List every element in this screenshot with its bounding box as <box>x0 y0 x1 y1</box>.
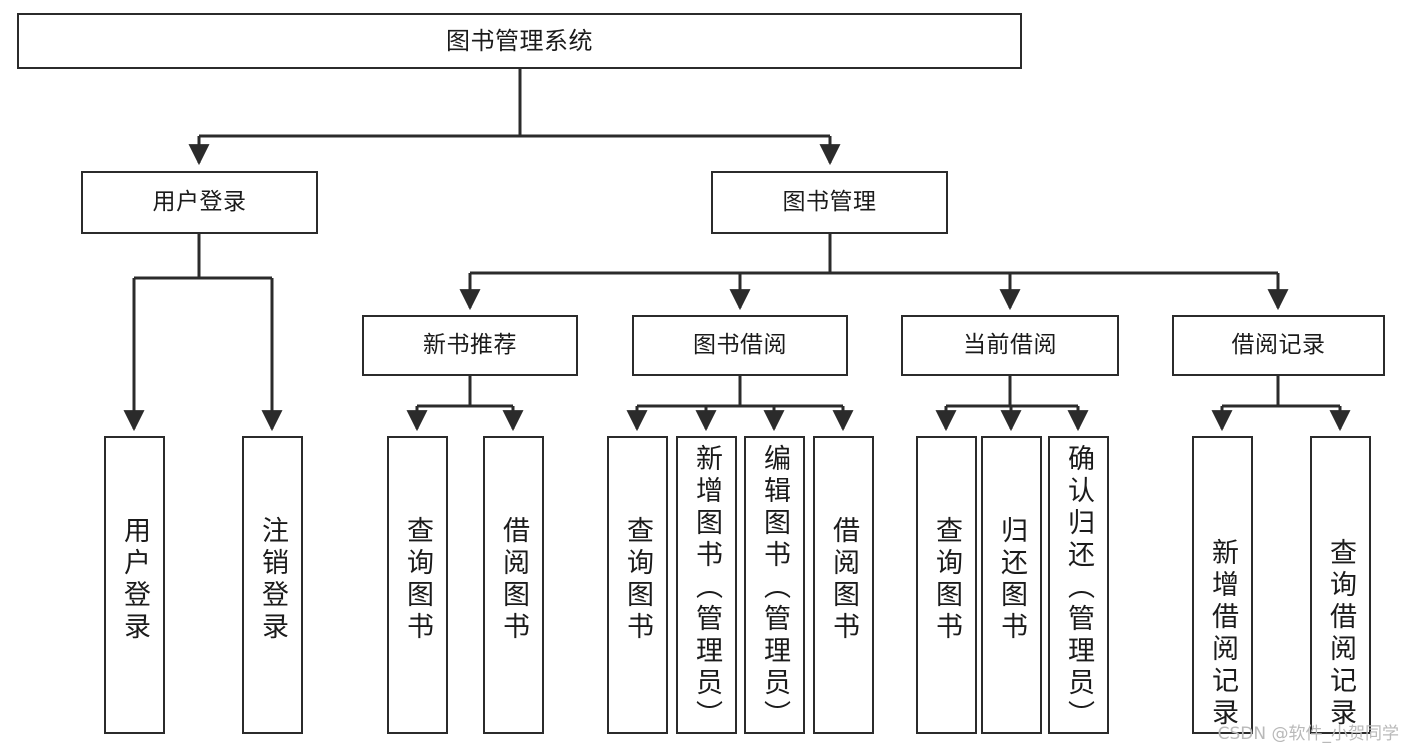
node-leaf-query-book-1[interactable]: 查询图书 <box>387 436 448 734</box>
node-current-borrow[interactable]: 当前借阅 <box>901 315 1119 376</box>
node-leaf-return-book-label: 归还图书 <box>996 516 1027 644</box>
node-leaf-query-book-2-label: 查询图书 <box>622 516 653 644</box>
node-borrow-record-label: 借阅记录 <box>1231 331 1326 358</box>
node-new-book-recommend-label: 新书推荐 <box>423 331 517 358</box>
node-leaf-query-record[interactable]: 查询借阅记录 <box>1310 436 1371 734</box>
node-leaf-add-book-label: 新增图书（管理员） <box>691 444 722 732</box>
node-leaf-add-record-label: 新增借阅记录 <box>1207 538 1238 730</box>
node-leaf-borrow-book-2-label: 借阅图书 <box>828 516 859 644</box>
node-leaf-borrow-book-2[interactable]: 借阅图书 <box>813 436 874 734</box>
node-leaf-confirm-return[interactable]: 确认归还（管理员） <box>1048 436 1109 734</box>
node-user-login[interactable]: 用户登录 <box>81 171 318 234</box>
node-leaf-edit-book-label: 编辑图书（管理员） <box>759 444 790 732</box>
node-leaf-borrow-book-1-label: 借阅图书 <box>498 516 529 644</box>
node-leaf-user-login-label: 用户登录 <box>119 516 150 644</box>
node-leaf-query-book-3[interactable]: 查询图书 <box>916 436 977 734</box>
node-current-borrow-label: 当前借阅 <box>963 331 1057 358</box>
node-book-manage[interactable]: 图书管理 <box>711 171 948 234</box>
node-leaf-return-book[interactable]: 归还图书 <box>981 436 1042 734</box>
node-book-manage-label: 图书管理 <box>782 188 877 215</box>
node-root[interactable]: 图书管理系统 <box>17 13 1022 69</box>
node-book-borrow[interactable]: 图书借阅 <box>632 315 848 376</box>
node-leaf-user-login[interactable]: 用户登录 <box>104 436 165 734</box>
node-new-book-recommend[interactable]: 新书推荐 <box>362 315 578 376</box>
node-leaf-add-record[interactable]: 新增借阅记录 <box>1192 436 1253 734</box>
node-book-borrow-label: 图书借阅 <box>693 331 787 358</box>
node-borrow-record[interactable]: 借阅记录 <box>1172 315 1385 376</box>
watermark-text: CSDN @软件_小贺同学 <box>1217 724 1399 744</box>
node-leaf-query-book-1-label: 查询图书 <box>402 516 433 644</box>
node-leaf-logout-login-label: 注销登录 <box>257 516 288 644</box>
node-user-login-label: 用户登录 <box>152 188 247 215</box>
node-leaf-logout-login[interactable]: 注销登录 <box>242 436 303 734</box>
node-leaf-edit-book[interactable]: 编辑图书（管理员） <box>744 436 805 734</box>
node-leaf-query-book-3-label: 查询图书 <box>931 516 962 644</box>
node-root-label: 图书管理系统 <box>446 26 593 55</box>
node-leaf-query-record-label: 查询借阅记录 <box>1325 538 1356 730</box>
node-leaf-confirm-return-label: 确认归还（管理员） <box>1063 444 1094 732</box>
node-leaf-query-book-2[interactable]: 查询图书 <box>607 436 668 734</box>
node-leaf-add-book[interactable]: 新增图书（管理员） <box>676 436 737 734</box>
node-leaf-borrow-book-1[interactable]: 借阅图书 <box>483 436 544 734</box>
